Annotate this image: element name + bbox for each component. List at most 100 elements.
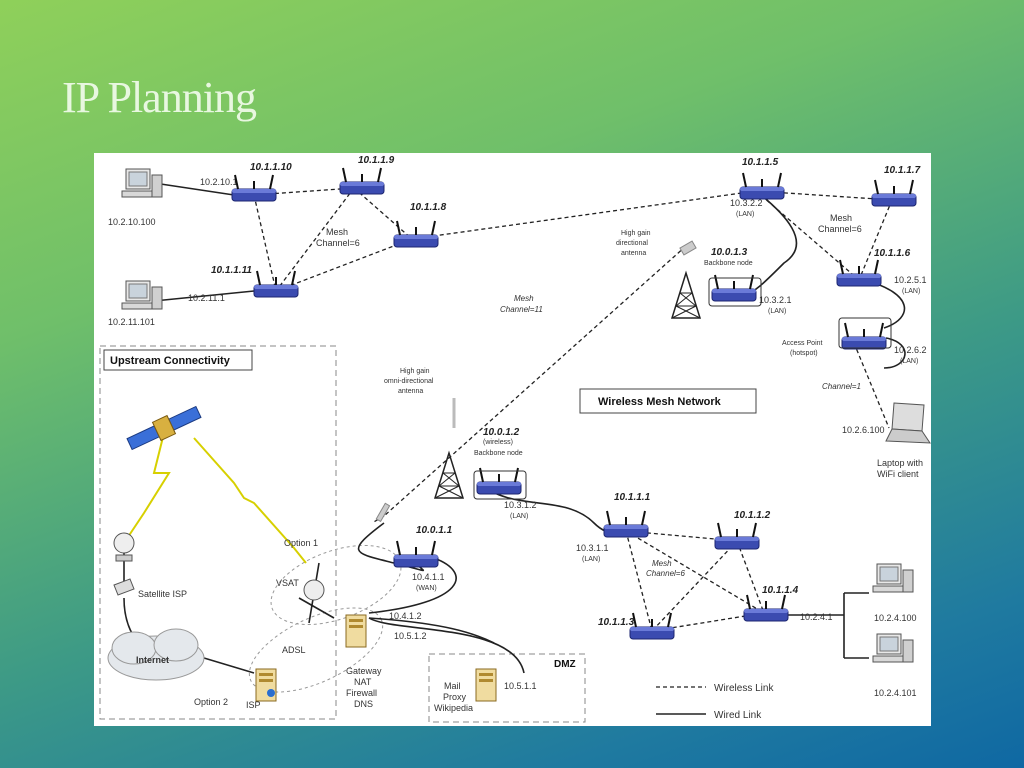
legend-wireless: Wireless Link [714,683,774,694]
router-label: 10.1.1.11 [211,265,252,276]
pc-icon [872,563,914,593]
router-icon [476,467,522,495]
pc-icon [121,280,163,310]
access-point-label: Access Point [782,340,823,347]
router-icon [841,322,887,350]
router-label: 10.0.1.2 [483,427,520,438]
router-icon [871,179,917,207]
isp-user-icon [267,689,275,697]
router-icon [393,540,439,568]
backbone-box [708,277,762,307]
lan-label: (LAN) [736,211,754,218]
option1-label: Option 1 [284,538,318,548]
router-icon [714,522,760,550]
mesh-label-bottom: Mesh [652,559,672,568]
upstream-label-box [103,349,253,371]
access-point-box [838,317,892,349]
internet-cloud-icon [107,628,205,681]
router-label: 10.1.1.9 [358,155,395,166]
router-icon [393,220,439,248]
dmz-box [428,653,586,723]
router-icon [603,510,649,538]
firewall-label: Firewall [346,688,377,698]
wireless-links [253,187,893,632]
channel1-label: Channel=1 [822,382,861,391]
internet-label: Internet [136,655,169,665]
pc2-link-label: 10.2.11.1 [188,293,225,303]
network-diagram: Upstream Connectivity Wireless Mesh Netw… [94,153,931,726]
vsat-dish-icon [303,579,325,601]
dmz-label: DMZ [554,659,576,670]
satellite-isp-label: Satellite ISP [138,589,187,599]
mesh-label-right: Mesh [830,213,852,223]
mesh-channel-top: Channel=6 [316,238,360,248]
router-label: 10.1.1.5 [742,157,779,168]
r6-lan-label: 10.2.5.1 [894,275,927,285]
gateway-label: Gateway [346,666,382,676]
highgain-omni-label: High gain [400,368,430,375]
highgain-dir-label: High gain [621,230,651,237]
router-label: 10.0.1.3 [711,247,748,258]
satellite-icon [126,405,202,451]
router-label: 10.1.1.4 [762,585,799,596]
isp-label: ISP [246,700,261,710]
gateway-server-icon [345,614,367,648]
directional-antenna-icon [679,240,697,256]
upstream-box [99,345,337,720]
vsat-label: VSAT [276,578,299,588]
r5-lan-label: 10.3.2.2 [730,198,763,208]
mesh-channel-11: Channel=11 [500,305,543,314]
r1-lan-label: 10.3.1.1 [576,543,609,553]
mesh-label-11: Mesh [514,294,534,303]
router-icon [339,167,385,195]
gw-ip2-label: 10.5.1.2 [394,631,427,641]
satellite-dish-icon [113,532,135,562]
router-label: 10.1.1.8 [410,202,447,213]
mesh-channel-bottom: Channel=6 [646,569,685,578]
adsl-label: ADSL [282,645,306,655]
legend-wired: Wired Link [714,710,762,721]
tower-icon [671,272,701,319]
router-icon [836,259,882,287]
router-icon [743,594,789,622]
dns-label: DNS [354,699,373,709]
r4-link-label: 10.2.4.1 [800,612,833,622]
diagram-canvas: Upstream Connectivity Wireless Mesh Netw… [99,155,931,723]
laptop-label-2: WiFi client [877,469,919,479]
highgain-omni-label-2: omni-directional [384,378,434,385]
mesh-channel-right: Channel=6 [818,224,862,234]
laptop-icon [885,402,931,444]
tower-icon [434,452,464,499]
highgain-dir-label-3: antenna [621,250,646,257]
router-icon [739,172,785,200]
modem-icon [113,578,135,596]
wan-label: (WAN) [416,585,437,592]
bb2-lan-label: 10.3.1.2 [504,500,537,510]
router-label: 10.1.1.7 [884,165,921,176]
option2-label: Option 2 [194,697,228,707]
upstream-label: Upstream Connectivity [110,355,231,367]
gw-ip1-label: 10.4.1.2 [389,611,422,621]
pc1-ip-label: 10.2.10.100 [108,217,156,227]
lan-label: (LAN) [510,513,528,520]
proxy-label: Proxy [443,692,467,702]
lan-label: (LAN) [900,358,918,365]
lan-label: (LAN) [768,308,786,315]
laptop-ip-label: 10.2.6.100 [842,425,885,435]
pc-icon [121,168,163,198]
router-icon [629,612,675,640]
ap-lan-label: 10.2.6.2 [894,345,927,355]
router-icon [711,274,757,302]
wireless-label: (wireless) [483,439,513,446]
pc3-ip-label: 10.2.4.100 [874,613,917,623]
router-icon [231,174,277,202]
backbone-box [473,470,527,500]
router-label: 10.1.1.2 [734,510,771,521]
mail-label: Mail [444,681,461,691]
router-label: 10.1.1.1 [614,492,651,503]
hotspot-label: (hotspot) [790,350,818,357]
mesh-label-box [579,388,757,414]
mesh-label-top: Mesh [326,227,348,237]
pc4-ip-label: 10.2.4.101 [874,688,917,698]
highgain-dir-label-2: directional [616,240,648,247]
